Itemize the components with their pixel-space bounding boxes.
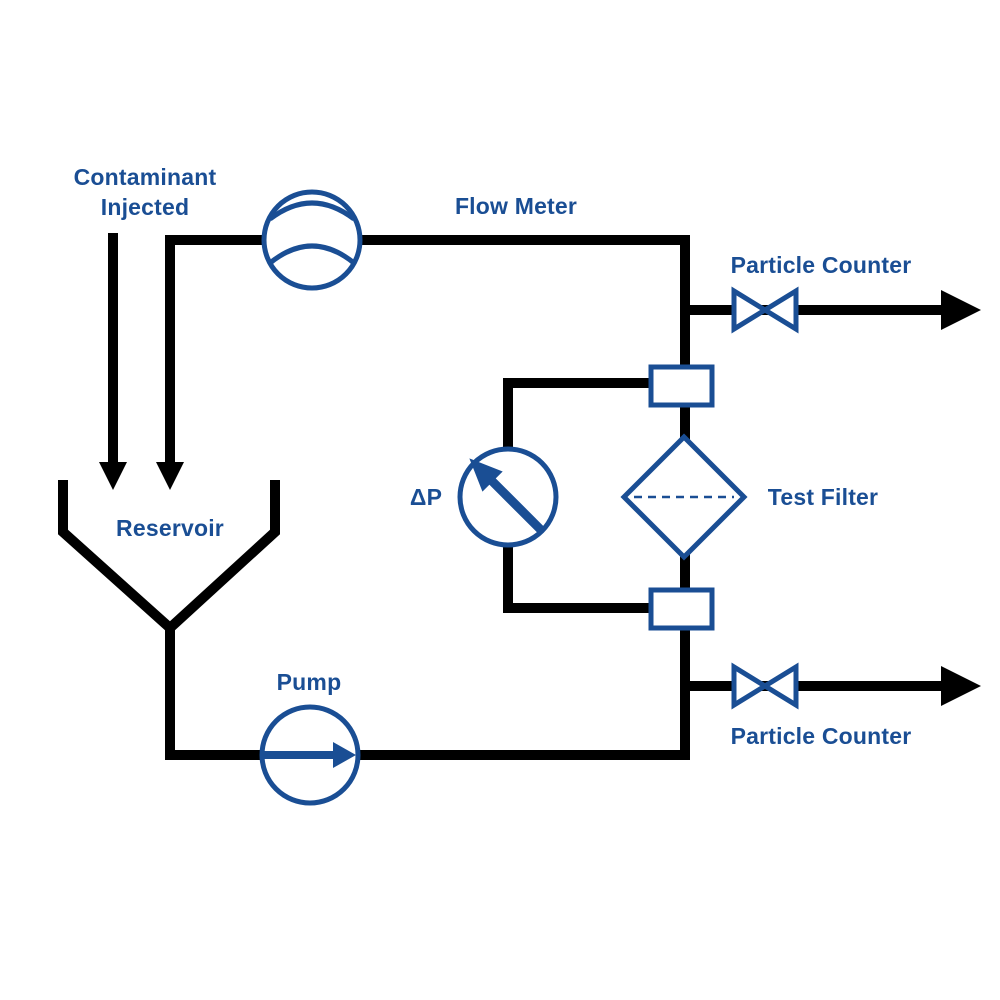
test-filter [620, 433, 748, 561]
flow-meter [261, 189, 363, 291]
pump-label: Pump [277, 669, 342, 695]
valve-bottom [731, 662, 799, 710]
contaminant-label-line2: Injected [101, 194, 190, 220]
flow-meter-upper-arc [268, 200, 356, 221]
particle-counter-top-label: Particle Counter [731, 252, 912, 278]
contaminant-label-line1: Contaminant [74, 164, 217, 190]
labels: Contaminant Injected Flow Meter Particle… [74, 164, 912, 749]
pressure-gauge [457, 446, 559, 548]
flow-meter-lower-arc [268, 243, 356, 265]
return-arrowhead [156, 462, 184, 490]
test-filter-label: Test Filter [768, 484, 878, 510]
pump-arrow-head [333, 742, 356, 768]
contaminant-arrowhead [99, 462, 127, 490]
pump [259, 704, 361, 806]
pressure-tap-downstream [648, 587, 715, 631]
gauge-needle [483, 472, 545, 534]
components [259, 189, 799, 806]
reservoir-label: Reservoir [116, 515, 224, 541]
reservoir-icon [58, 480, 280, 635]
pressure-tap-upstream [648, 364, 715, 408]
valve-top [731, 286, 799, 334]
particle-counter-bottom-label: Particle Counter [731, 723, 912, 749]
valve-icon [731, 286, 799, 334]
flow-meter-label: Flow Meter [455, 193, 577, 219]
valve-icon [731, 662, 799, 710]
flow-meter-icon [261, 189, 363, 291]
delta-p-label: ΔP [410, 484, 442, 510]
gauge-needle-head [469, 458, 503, 492]
